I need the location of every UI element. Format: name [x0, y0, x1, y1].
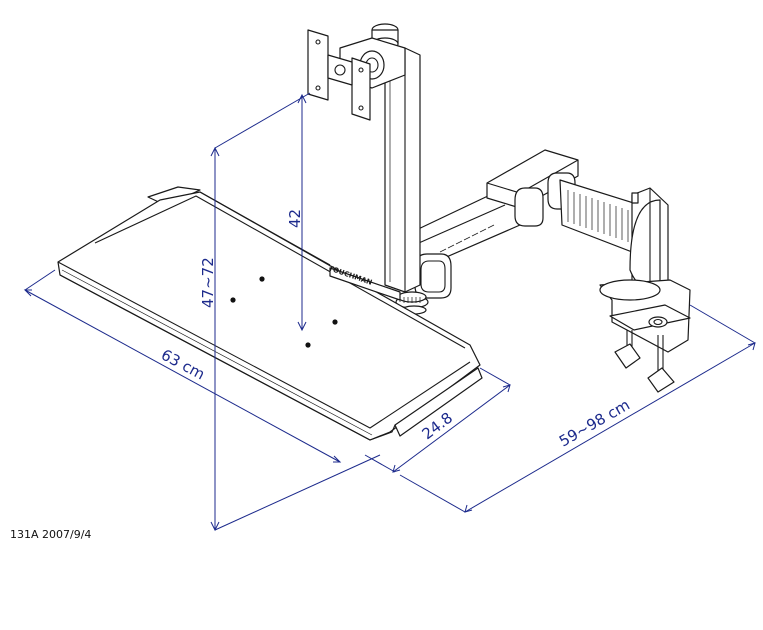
keyboard-width-label: 63 cm [158, 346, 208, 384]
arm-reach-label: 59~98 cm [556, 396, 633, 451]
vertical-post [384, 47, 429, 315]
tray-hole [230, 297, 236, 303]
total-height-label: 47~72 [199, 257, 217, 308]
desk-clamp [599, 279, 691, 393]
monitor-mount [307, 23, 406, 121]
tray-hole [259, 276, 265, 282]
tray-hole [305, 342, 311, 348]
dimension-lines [23, 92, 756, 532]
post-height-label: 42 [286, 209, 304, 228]
drawing-caption: 131A 2007/9/4 [10, 528, 92, 541]
swing-arm [411, 149, 669, 299]
tray-hole [332, 319, 338, 325]
keyboard-tray: TOUCHMAN [57, 186, 483, 441]
